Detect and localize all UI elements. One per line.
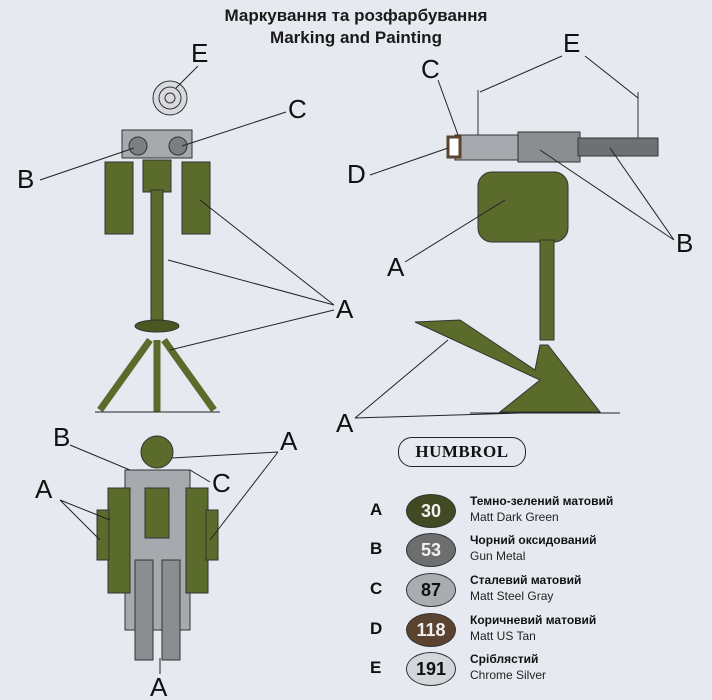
humbrol-logo: HUMBROL (398, 437, 526, 467)
callout-side-c: C (421, 54, 440, 84)
paint-name-en: Chrome Silver (470, 668, 547, 682)
callout-top-a3: A (150, 672, 168, 700)
front-view (95, 80, 220, 413)
paint-name-en: Matt Dark Green (470, 510, 559, 524)
callout-side-b: B (676, 228, 693, 258)
paint-name-en: Matt Steel Gray (470, 589, 554, 603)
top-view (96, 435, 219, 661)
paint-swatch: 30 (406, 494, 456, 528)
paint-name-ua: Сталевий матовий (470, 573, 582, 587)
paint-swatch: 53 (406, 533, 456, 567)
paint-name-ua: Чорний оксидований (470, 533, 597, 547)
paint-name-en: Gun Metal (470, 549, 526, 563)
callout-front-c: C (288, 94, 307, 124)
callout-top-a1: A (280, 426, 298, 456)
callout-top-a2: A (35, 474, 53, 504)
legend-letter: B (370, 539, 383, 558)
paint-name-ua: Темно-зелений матовий (470, 494, 614, 508)
callout-side-a1: A (387, 252, 405, 282)
paint-swatch: 87 (406, 573, 456, 607)
callout-top-b: B (53, 422, 70, 452)
callout-side-e: E (563, 28, 580, 58)
side-view (414, 90, 659, 414)
callout-top-c: C (212, 468, 231, 498)
paint-swatch: 118 (406, 613, 456, 647)
paint-name-ua: Сріблястий (470, 652, 539, 666)
callout-side-d: D (347, 159, 366, 189)
legend-letter: E (370, 658, 382, 677)
paint-swatch: 191 (406, 652, 456, 686)
paint-name-ua: Коричневий матовий (470, 613, 597, 627)
callout-front-a: A (336, 294, 354, 324)
title-ukrainian: Маркування та розфарбування (224, 6, 488, 25)
callout-front-b: B (17, 164, 34, 194)
legend-letter: A (370, 500, 383, 519)
legend-letter: D (370, 619, 383, 638)
sight-ring (152, 80, 188, 116)
callout-side-a2: A (336, 408, 354, 438)
paint-name-en: Matt US Tan (470, 629, 536, 643)
callout-front-e: E (191, 38, 208, 68)
legend-letter: C (370, 579, 383, 598)
title-english: Marking and Painting (270, 28, 442, 47)
